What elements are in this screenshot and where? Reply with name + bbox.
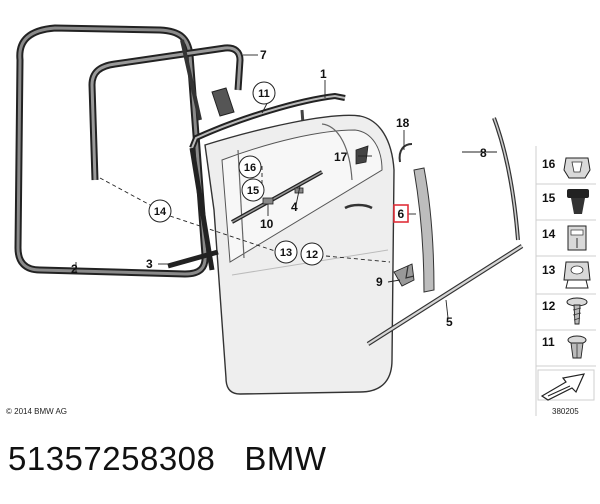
copyright-text: © 2014 BMW AG	[6, 407, 67, 416]
diagram-number: 380205	[552, 407, 579, 416]
part-caption: 51357258308 BMW	[8, 440, 327, 478]
trim-strip-8	[492, 117, 520, 241]
svg-text:9: 9	[376, 275, 383, 289]
svg-text:13: 13	[542, 263, 556, 277]
svg-text:15: 15	[247, 185, 259, 197]
hook-part	[398, 143, 413, 163]
svg-text:4: 4	[291, 200, 298, 214]
svg-text:18: 18	[396, 116, 410, 130]
svg-text:12: 12	[306, 249, 318, 261]
svg-text:14: 14	[542, 227, 556, 241]
bracket-part	[355, 145, 369, 165]
legend-row-12: 12	[536, 297, 596, 331]
callout-1: 1	[320, 67, 327, 81]
svg-text:14: 14	[154, 206, 167, 218]
clip-part-9	[393, 263, 415, 287]
svg-text:3: 3	[146, 257, 153, 271]
legend-row-16: 16	[536, 157, 596, 185]
part-number: 51357258308	[8, 440, 216, 477]
legend-row-13: 13	[536, 261, 596, 295]
expanding-nut-icon	[567, 225, 587, 251]
svg-text:11: 11	[258, 88, 270, 100]
brand-name: BMW	[244, 440, 327, 477]
callout-11: 11	[252, 81, 276, 105]
callout-5: 5	[446, 315, 453, 329]
svg-text:7: 7	[260, 48, 267, 62]
direction-arrow-icon	[537, 369, 595, 401]
callout-16: 16	[238, 155, 262, 179]
svg-text:8: 8	[480, 146, 487, 160]
svg-text:10: 10	[260, 217, 274, 231]
legend-row-11: 11	[536, 335, 596, 367]
callout-15: 15	[241, 178, 265, 202]
svg-text:11: 11	[542, 335, 555, 349]
callout-2: 2	[71, 262, 78, 276]
svg-text:12: 12	[542, 299, 556, 313]
callout-9: 9	[376, 275, 383, 289]
fastener-legend: 16 15 14 13	[535, 146, 596, 416]
plastic-clip-icon	[563, 157, 591, 179]
belt-seals	[167, 170, 323, 269]
callout-14: 14	[148, 199, 172, 223]
callout-7: 7	[260, 48, 267, 62]
callout-3: 3	[146, 257, 153, 271]
legend-row-14: 14	[536, 225, 596, 257]
push-pin-clip-icon	[567, 189, 589, 214]
window-channel-seal	[88, 39, 244, 181]
svg-text:16: 16	[542, 157, 556, 171]
callout-13: 13	[274, 240, 298, 264]
screw-icon	[566, 297, 588, 325]
svg-text:13: 13	[280, 247, 292, 259]
pillar-cover	[413, 167, 435, 293]
svg-text:1: 1	[320, 67, 327, 81]
callout-10: 10	[260, 217, 274, 231]
callout-18: 18	[396, 116, 410, 130]
callout-4: 4	[291, 200, 298, 214]
svg-text:17: 17	[334, 150, 348, 164]
svg-text:5: 5	[446, 315, 453, 329]
callout-12: 12	[300, 242, 324, 266]
svg-text:16: 16	[244, 162, 256, 174]
svg-text:2: 2	[71, 262, 78, 276]
callout-17: 17	[334, 150, 348, 164]
legend-row-15: 15	[536, 189, 596, 221]
sheet-metal-nut-icon	[563, 261, 591, 289]
expanding-rivet-icon	[567, 335, 587, 359]
svg-text:15: 15	[542, 191, 556, 205]
callout-8: 8	[480, 146, 487, 160]
svg-text:6: 6	[398, 207, 405, 221]
callout-6-highlighted: 6	[393, 204, 409, 223]
